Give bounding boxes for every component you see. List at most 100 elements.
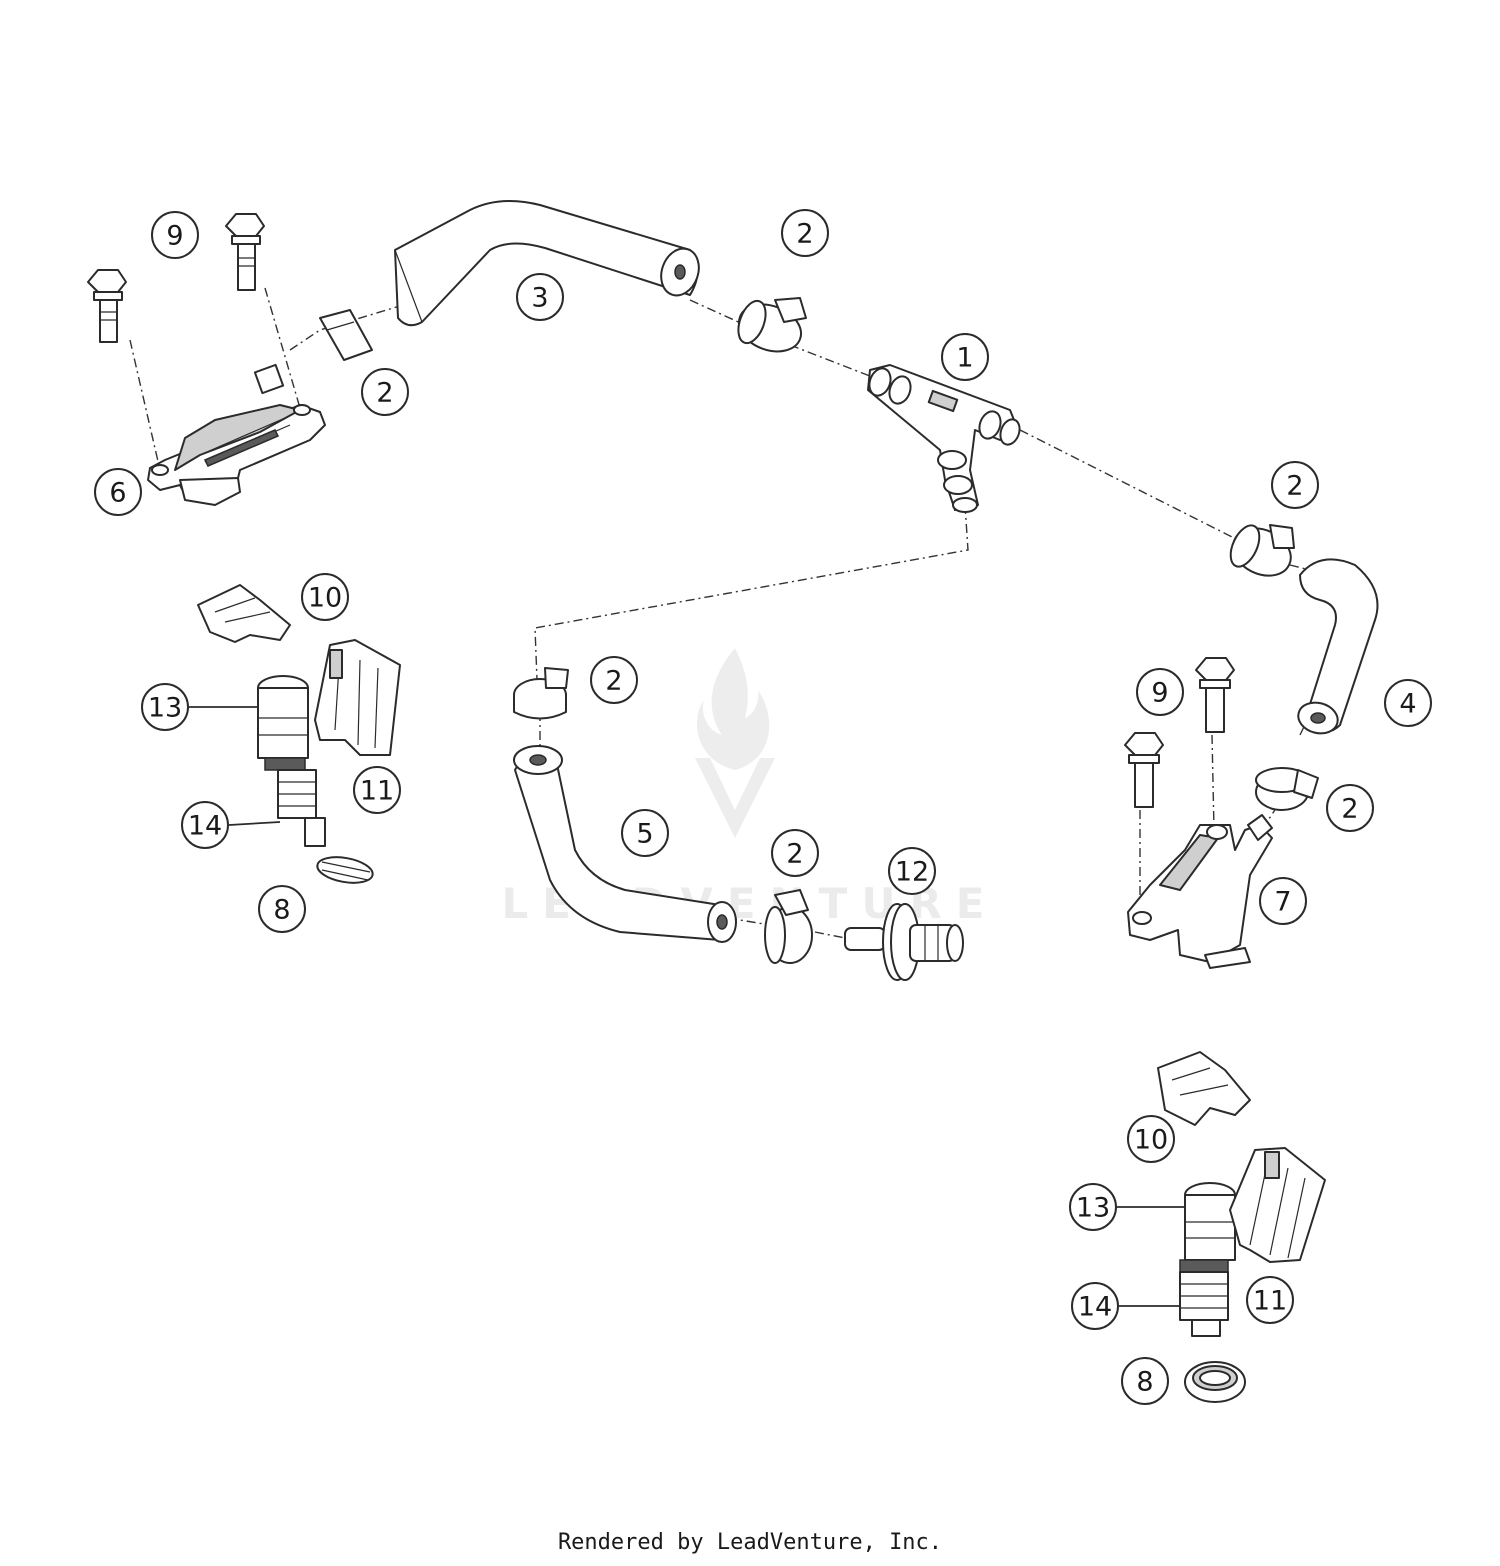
callout-label: 2 <box>605 666 622 697</box>
callout-label: 14 <box>188 811 222 842</box>
callout-circle <box>888 847 936 895</box>
fitting-part-12 <box>844 903 964 981</box>
callout-label: 8 <box>1136 1367 1153 1398</box>
callout-10: 10 <box>301 573 349 621</box>
callout-label: 9 <box>1151 678 1168 709</box>
callout-9: 9 <box>151 211 199 259</box>
callout-6: 6 <box>94 468 142 516</box>
bolt-part-9-left <box>87 269 127 343</box>
callout-12: 12 <box>888 847 936 895</box>
clamp-part-2-b <box>737 297 807 353</box>
hose-part-4 <box>1297 558 1379 735</box>
callout-label: 11 <box>1253 1286 1287 1317</box>
seal-part-8-right <box>1184 1361 1246 1403</box>
bolt-part-9-right-lower <box>1124 732 1164 808</box>
callout-label: 13 <box>1076 1193 1110 1224</box>
callout-circle <box>516 273 564 321</box>
bolt-part-9-right <box>225 213 265 291</box>
callout-5: 5 <box>621 809 669 857</box>
callout-label: 5 <box>636 819 653 850</box>
callout-label: 2 <box>796 219 813 250</box>
clamp-part-2-e <box>513 667 569 720</box>
callout-label: 14 <box>1078 1292 1112 1323</box>
callout-9: 9 <box>1136 668 1184 716</box>
callout-13: 13 <box>1069 1183 1117 1231</box>
sensor-part-6 <box>147 363 326 506</box>
callout-label: 8 <box>273 895 290 926</box>
callout-2: 2 <box>1326 784 1374 832</box>
callout-circle <box>1136 668 1184 716</box>
connector-part-11-left <box>314 639 401 756</box>
watermark-v-icon <box>695 758 775 838</box>
callout-label: 13 <box>148 693 182 724</box>
callout-circle <box>771 829 819 877</box>
callout-2: 2 <box>361 368 409 416</box>
callout-circle <box>941 333 989 381</box>
bolt-part-9-right-upper <box>1195 657 1235 733</box>
callout-label: 1 <box>956 343 973 374</box>
callout-4: 4 <box>1384 679 1432 727</box>
callout-label: 2 <box>1341 794 1358 825</box>
callout-label: 2 <box>786 839 803 870</box>
injector-right <box>1179 1182 1236 1337</box>
hose-part-5 <box>513 745 737 943</box>
callout-circle <box>1326 784 1374 832</box>
callout-label: 12 <box>895 857 929 888</box>
callout-circle <box>94 468 142 516</box>
callout-2: 2 <box>590 656 638 704</box>
callout-circle <box>1069 1183 1117 1231</box>
watermark-flame-icon <box>696 648 770 770</box>
callout-label: 11 <box>360 776 394 807</box>
callout-circle <box>1071 1282 1119 1330</box>
t-connector-part-1 <box>867 364 1021 513</box>
callout-3: 3 <box>516 273 564 321</box>
callout-8: 8 <box>258 885 306 933</box>
clip-part-10-right <box>1157 1051 1251 1126</box>
callout-circle <box>258 885 306 933</box>
clamp-part-2-d <box>1255 767 1319 811</box>
callout-label: 2 <box>1286 471 1303 502</box>
callout-circle <box>151 211 199 259</box>
callout-group: 9 3 2 2 1 6 2 10 2 13 9 4 11 2 14 5 2 12 7 8 10 13 14 11 8 <box>94 209 1432 1405</box>
callout-11: 11 <box>1246 1276 1294 1324</box>
callout-circle <box>353 766 401 814</box>
callout-label: 2 <box>376 378 393 409</box>
callout-circle <box>1127 1115 1175 1163</box>
seal-part-8-left <box>316 856 374 884</box>
callout-label: 7 <box>1274 887 1291 918</box>
callout-11: 11 <box>353 766 401 814</box>
callout-13: 13 <box>141 683 189 731</box>
callout-label: 10 <box>1134 1125 1168 1156</box>
callout-circle <box>781 209 829 257</box>
callout-circle <box>181 801 229 849</box>
callout-14: 14 <box>181 801 229 849</box>
callout-2: 2 <box>771 829 819 877</box>
callout-8: 8 <box>1121 1357 1169 1405</box>
callout-10: 10 <box>1127 1115 1175 1163</box>
callout-label: 9 <box>166 221 183 252</box>
clamp-part-2-f <box>764 889 813 964</box>
callout-7: 7 <box>1259 877 1307 925</box>
connector-part-11-right <box>1229 1147 1326 1263</box>
callout-1: 1 <box>941 333 989 381</box>
callout-circle <box>301 573 349 621</box>
callout-circle <box>141 683 189 731</box>
callout-circle <box>1271 461 1319 509</box>
clamp-part-2-c <box>1229 524 1295 577</box>
clamp-part-2-a <box>319 309 373 361</box>
callout-circle <box>1259 877 1307 925</box>
clip-part-10-left <box>197 584 291 643</box>
callout-label: 6 <box>109 478 126 509</box>
callout-2: 2 <box>1271 461 1319 509</box>
callout-label: 10 <box>308 583 342 614</box>
leader-lines <box>189 706 1185 1307</box>
callout-circle <box>361 368 409 416</box>
callout-circle <box>621 809 669 857</box>
callout-circle <box>1121 1357 1169 1405</box>
callout-label: 3 <box>531 283 548 314</box>
callout-2: 2 <box>781 209 829 257</box>
hose-part-3 <box>394 200 700 327</box>
callout-14: 14 <box>1071 1282 1119 1330</box>
injector-left <box>257 675 326 847</box>
